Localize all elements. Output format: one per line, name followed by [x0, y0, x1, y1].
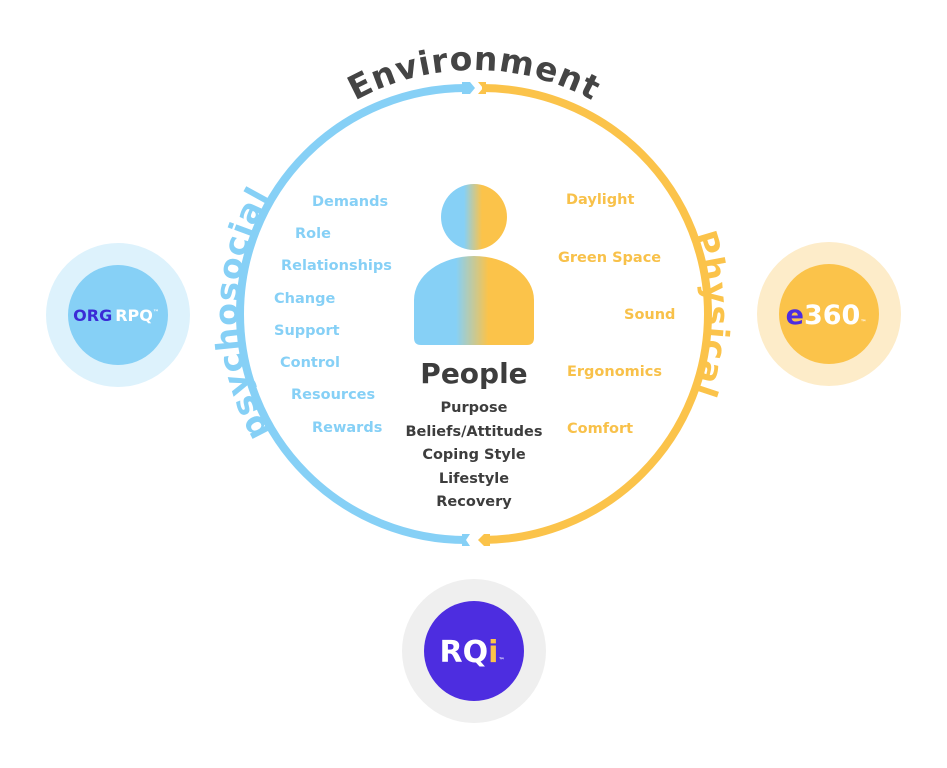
- trait-purpose: Purpose: [441, 400, 508, 416]
- item-support: Support: [274, 323, 340, 339]
- person-icon: [414, 184, 534, 345]
- psychosocial-label: psychosocial: [207, 180, 277, 447]
- item-relationships: Relationships: [281, 258, 392, 274]
- rqi-logo[interactable]: RQi™: [402, 579, 546, 723]
- psychosocial-arc: [236, 84, 467, 544]
- svg-text:e360™: e360™: [786, 300, 867, 331]
- item-control: Control: [280, 355, 340, 371]
- item-green-space: Green Space: [558, 250, 661, 266]
- physical-arc: [481, 84, 712, 544]
- item-role: Role: [295, 226, 331, 242]
- item-rewards: Rewards: [312, 420, 382, 436]
- item-change: Change: [274, 291, 335, 307]
- svg-text:RQi™: RQi™: [440, 635, 505, 670]
- people-heading: People: [420, 357, 527, 390]
- trait-beliefs: Beliefs/Attitudes: [405, 424, 542, 440]
- physical-list: Daylight Green Space Sound Ergonomics Co…: [558, 192, 675, 437]
- arrow-notch-blue-bottom: [462, 534, 470, 546]
- item-resources: Resources: [291, 387, 375, 403]
- trait-lifestyle: Lifestyle: [439, 471, 509, 487]
- item-comfort: Comfort: [567, 421, 633, 437]
- environment-title: Environment: [341, 39, 607, 108]
- e360-logo[interactable]: e360™: [757, 242, 901, 386]
- physical-label: Physical: [685, 226, 737, 403]
- arrow-tip-blue-top: [462, 82, 475, 94]
- arrow-tip-orange-bottom: [478, 534, 490, 546]
- psychosocial-list: Demands Role Relationships Change Suppor…: [274, 194, 392, 436]
- arrow-notch-orange-top: [478, 82, 486, 94]
- trait-coping-style: Coping Style: [422, 447, 525, 463]
- item-ergonomics: Ergonomics: [567, 364, 662, 380]
- item-daylight: Daylight: [566, 192, 634, 208]
- trait-recovery: Recovery: [436, 494, 512, 510]
- item-sound: Sound: [624, 307, 675, 323]
- item-demands: Demands: [312, 194, 388, 210]
